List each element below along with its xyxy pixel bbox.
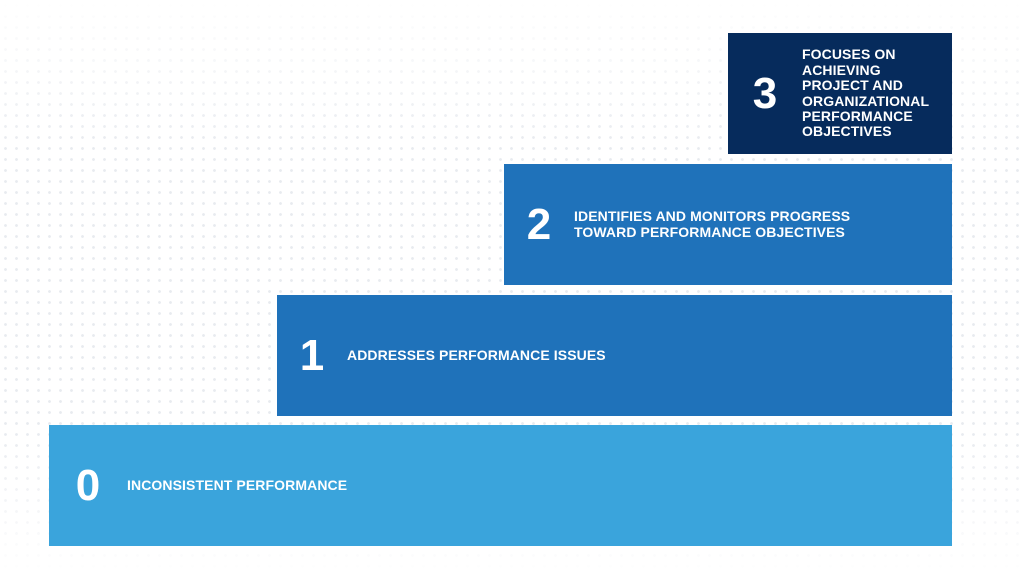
step-level-2: 2 IDENTIFIES AND MONITORS PROGRESS TOWAR… [504,164,952,285]
step-number-0: 0 [75,460,101,510]
step-level-3: 3 FOCUSES ON ACHIEVING PROJECT AND ORGAN… [728,33,952,154]
step-level-0: 0 INCONSISTENT PERFORMANCE [49,425,952,546]
step-number-1: 1 [299,330,325,380]
step-label-0: INCONSISTENT PERFORMANCE [127,476,348,493]
step-level-1: 1 ADDRESSES PERFORMANCE ISSUES [277,295,952,416]
step-label-1: ADDRESSES PERFORMANCE ISSUES [347,346,606,363]
step-number-3: 3 [752,68,778,118]
step-label-2: IDENTIFIES AND MONITORS PROGRESS TOWARD … [574,208,851,240]
step-number-2: 2 [526,199,552,249]
step-label-3: FOCUSES ON ACHIEVING PROJECT AND ORGANIZ… [802,46,929,140]
